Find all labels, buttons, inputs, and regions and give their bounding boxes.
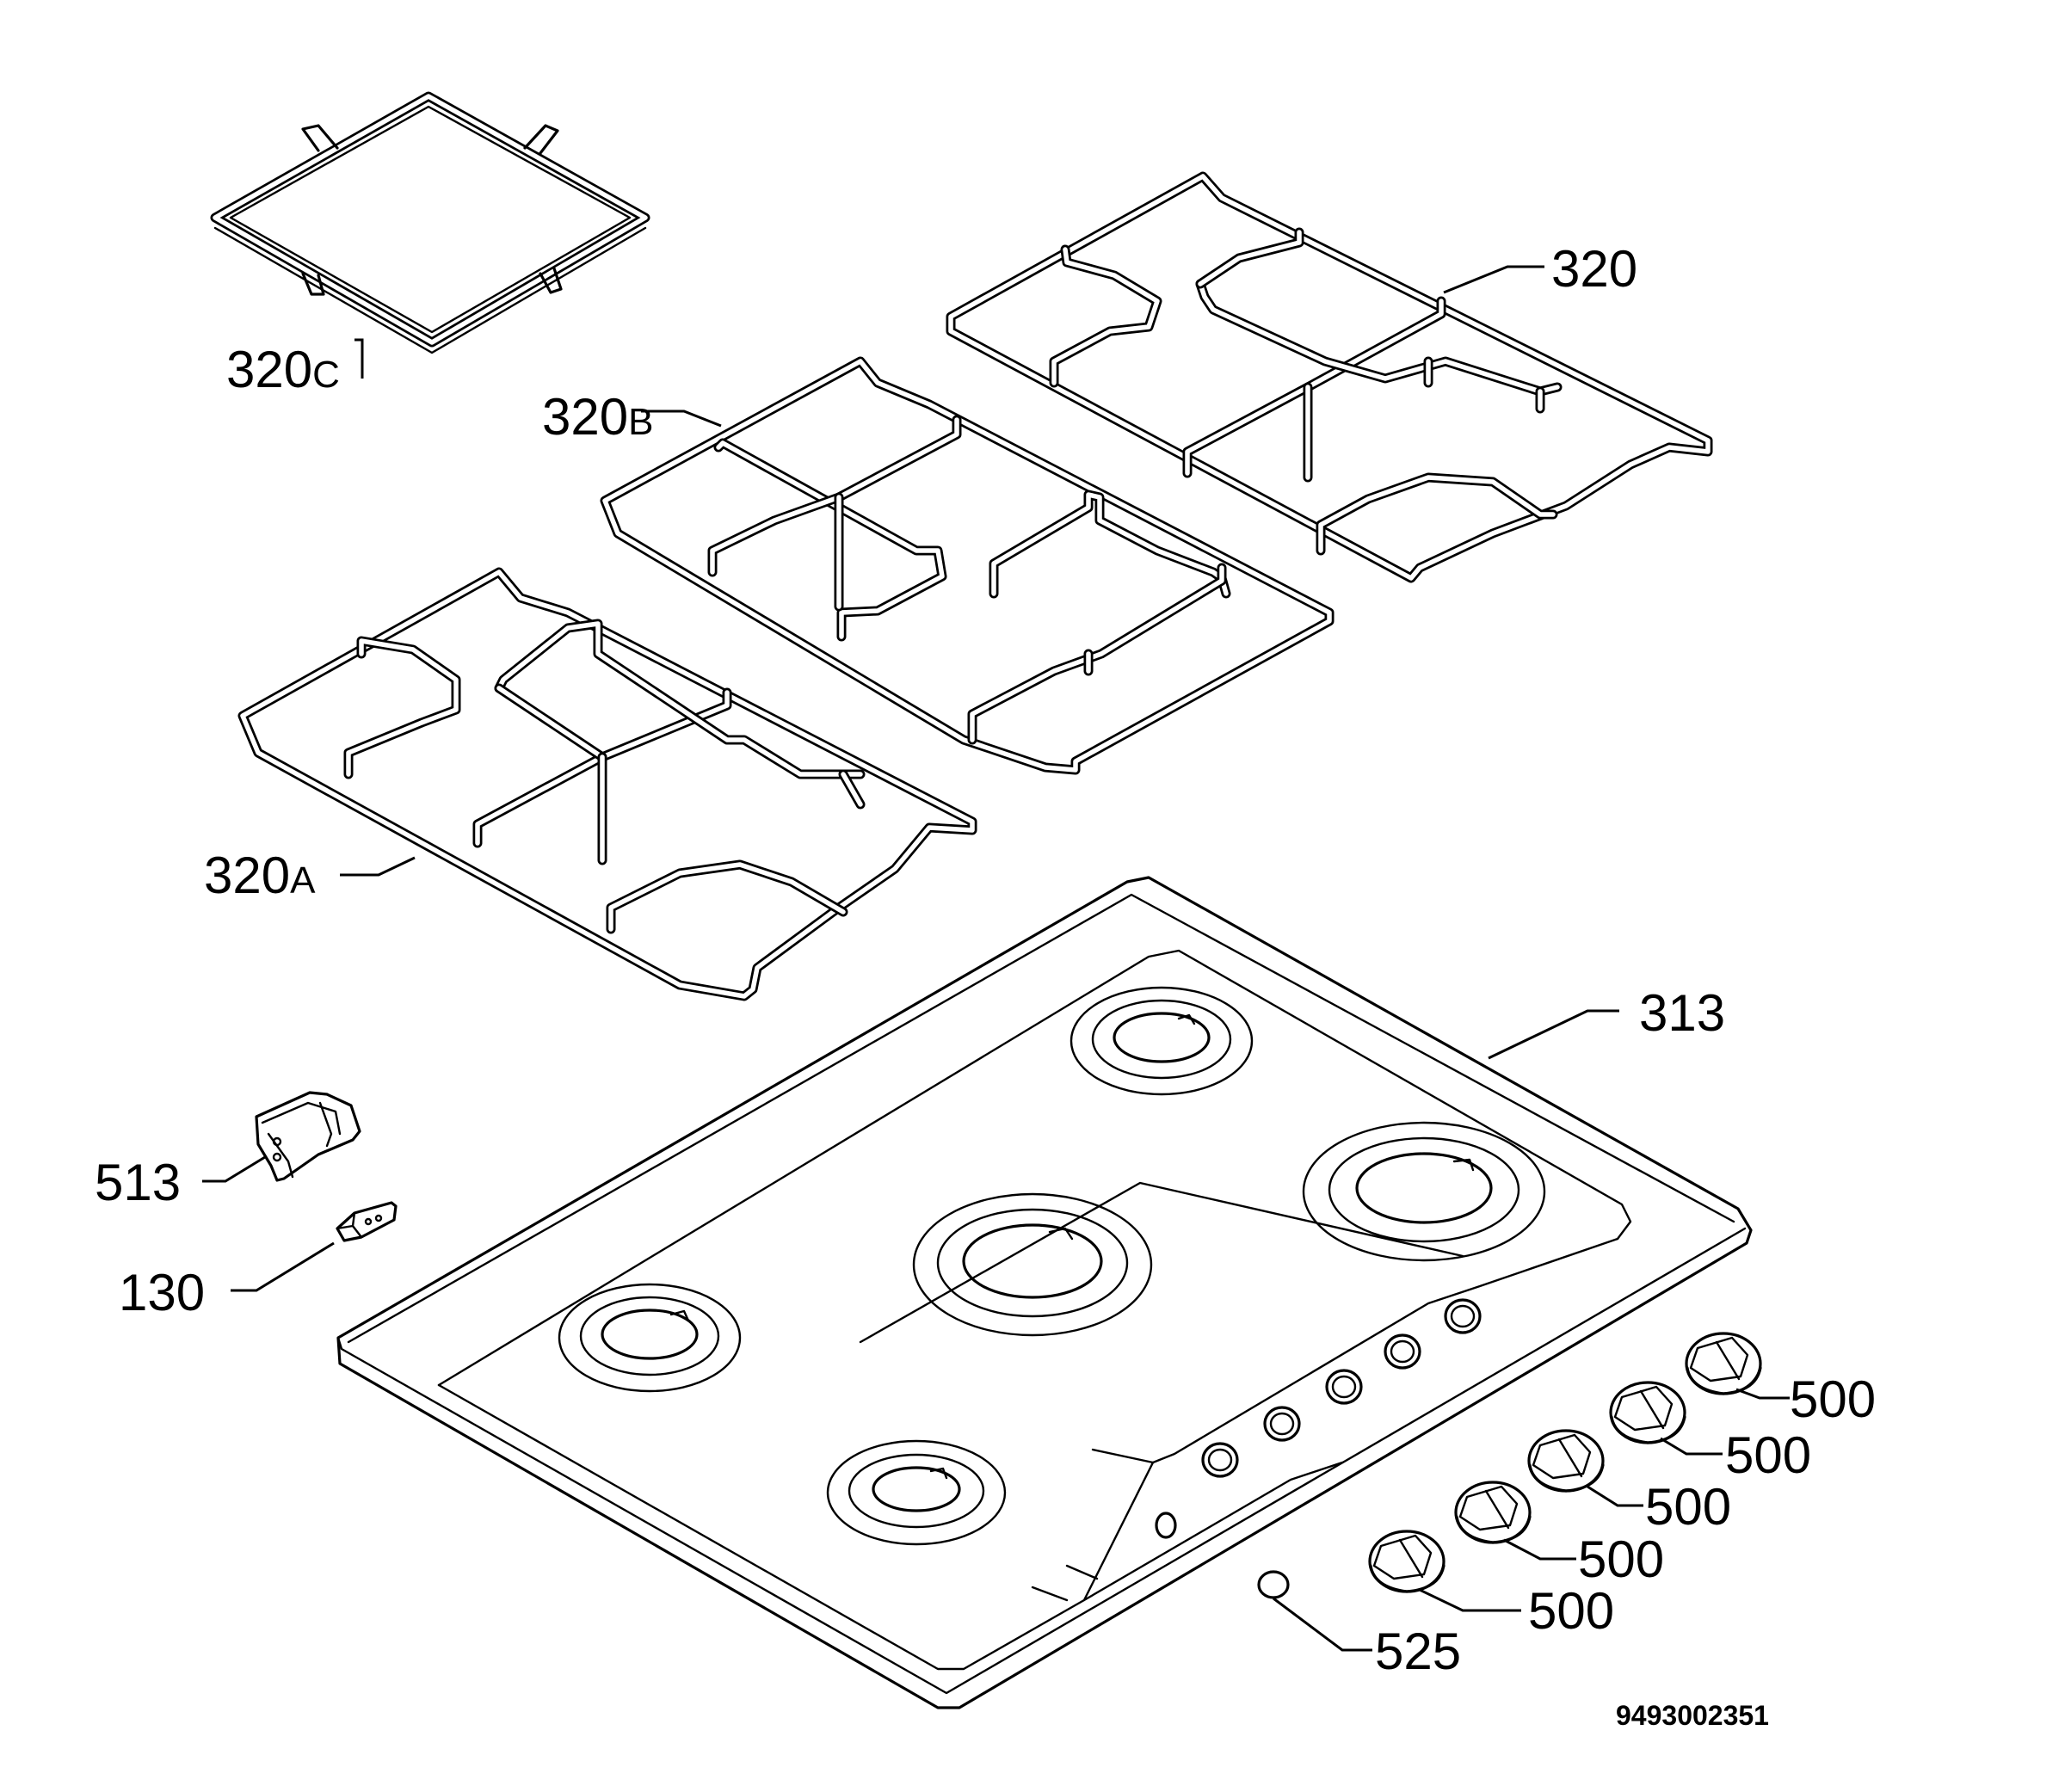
label-513: 513: [95, 1154, 181, 1211]
label-320b-number: 320: [542, 388, 628, 446]
label-320a-number: 320: [204, 847, 290, 904]
bracket-513: [255, 1091, 361, 1182]
label-525: 525: [1375, 1623, 1461, 1680]
pan-grid-320a: [237, 567, 977, 1001]
label-320b-suffix: B: [628, 401, 653, 443]
label-320b: 320B: [542, 388, 653, 446]
part-labels: 320 320C 320B 320A 313 513 130 500 500 5…: [95, 240, 1876, 1731]
burner-bottom: [826, 1439, 1007, 1546]
knob-1: [1685, 1332, 1762, 1395]
burner-center: [912, 1192, 1153, 1337]
pan-grid-320c: [210, 91, 650, 354]
pan-grid-320b: [600, 356, 1335, 775]
hob-top-313: [336, 876, 1753, 1709]
label-500-5: 500: [1528, 1582, 1614, 1640]
burner-left: [558, 1283, 742, 1393]
ignition-button-525: [1257, 1570, 1290, 1599]
label-320a-suffix: A: [290, 859, 316, 902]
pan-grid-320: [946, 171, 1713, 583]
label-500-1: 500: [1790, 1370, 1876, 1428]
knob-2: [1609, 1381, 1686, 1444]
label-320c: 320C: [226, 341, 340, 398]
burner-right: [1302, 1121, 1546, 1262]
document-number: 9493002351: [1616, 1700, 1769, 1731]
label-320c-suffix: C: [312, 354, 340, 396]
label-500-2: 500: [1725, 1426, 1811, 1484]
knob-holes: [1155, 1298, 1482, 1539]
knob-3: [1527, 1429, 1605, 1493]
knob-5: [1368, 1530, 1446, 1593]
control-knobs-500: [1368, 1332, 1762, 1593]
knob-4: [1454, 1481, 1532, 1544]
label-320: 320: [1551, 240, 1637, 298]
label-130: 130: [119, 1264, 205, 1321]
clip-130: [336, 1201, 398, 1242]
burner-top: [1069, 986, 1254, 1096]
label-500-3: 500: [1645, 1478, 1731, 1536]
leader-lines: [202, 265, 1790, 1652]
label-320c-number: 320: [226, 341, 312, 398]
label-320a: 320A: [204, 847, 316, 904]
label-313: 313: [1639, 984, 1725, 1042]
label-500-4: 500: [1578, 1530, 1664, 1588]
